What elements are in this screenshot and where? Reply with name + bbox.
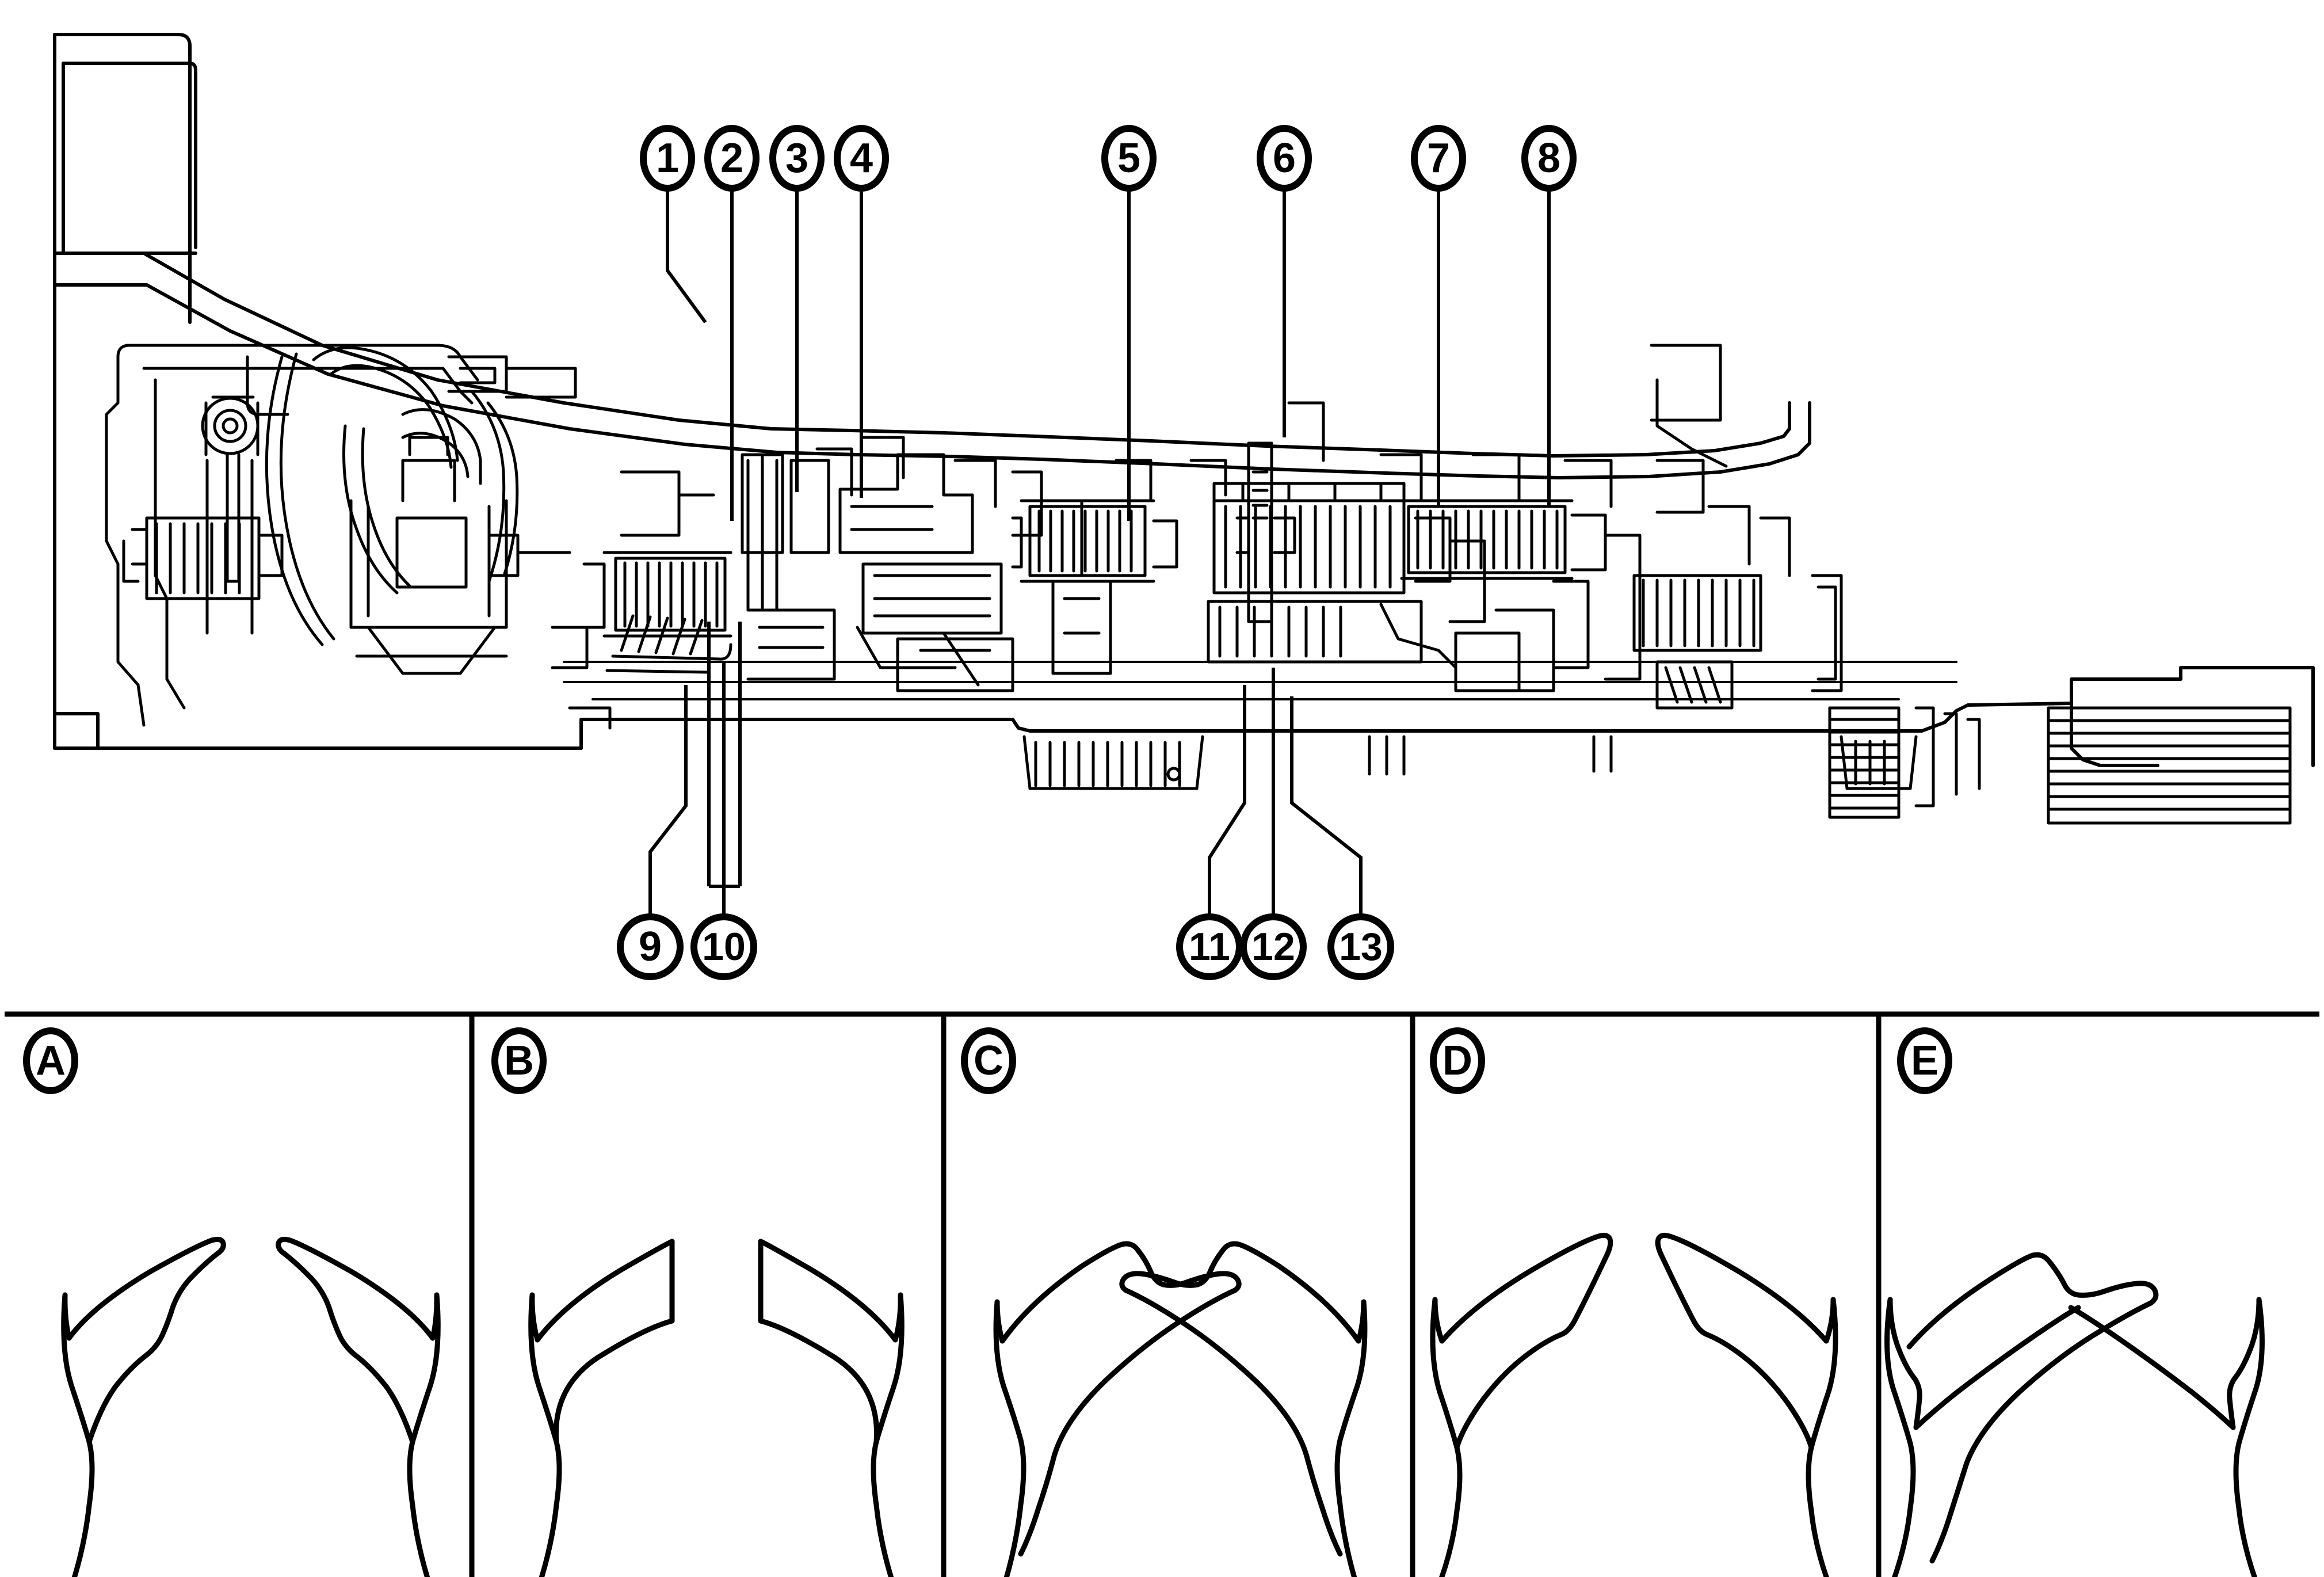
panel-B-seal-ring-profile [528, 1239, 905, 1577]
panel-D-seal-ring-profile [1430, 1232, 1838, 1577]
panel-C-ring [961, 1027, 1016, 1094]
callout-marker-3[interactable]: 3 [769, 125, 825, 192]
callout-label-12: 12 [1251, 925, 1295, 969]
callout-label-7: 7 [1427, 135, 1450, 181]
clutch-pack-rear [1400, 499, 1642, 692]
detail-panel-E[interactable]: E [1884, 1027, 2265, 1577]
callout-10-shaft-tube [707, 622, 742, 888]
callout-label-6: 6 [1273, 135, 1296, 181]
callout-ring-8 [1521, 125, 1577, 192]
panel-E-seal-ring-profile [1884, 1252, 2265, 1577]
callout-ring-11 [1176, 913, 1243, 980]
rear-gearset-output [1632, 344, 2292, 825]
panel-D-label: D [1443, 1038, 1472, 1084]
callout-label-13: 13 [1339, 925, 1383, 969]
case-internal-details [447, 355, 1791, 730]
panel-A-seal-ring-profile [61, 1236, 441, 1577]
callout-ring-13 [1327, 913, 1394, 980]
panel-B-badge: B [491, 1027, 547, 1094]
callouts-top-group: 1 2 3 4 5 6 7 8 [640, 125, 1577, 521]
callout-ring-2 [704, 125, 760, 192]
callout-ring-5 [1101, 125, 1157, 192]
panel-E-label: E [1911, 1038, 1938, 1084]
valve-body-lower [1022, 735, 1918, 790]
oil-pump-assembly [122, 516, 284, 600]
callout-marker-8[interactable]: 8 [1521, 125, 1577, 192]
detail-panel-D[interactable]: D [1430, 1027, 1838, 1577]
callout-leader-13 [1290, 696, 1363, 915]
callout-ring-9 [617, 913, 684, 980]
panel-E-ring [1897, 1027, 1952, 1094]
callout-marker-4[interactable]: 4 [834, 125, 889, 192]
callout-label-2: 2 [720, 135, 743, 181]
panel-E-badge: E [1897, 1027, 1952, 1094]
panel-A-ring [23, 1027, 78, 1094]
callout-marker-10[interactable]: 10 [690, 913, 757, 980]
torque-converter [105, 344, 519, 727]
callout-leader-1 [666, 190, 707, 323]
panel-C-seal-ring-profile [993, 1241, 1368, 1577]
detail-panel-B[interactable]: B [491, 1027, 905, 1577]
panel-B-label: B [504, 1038, 534, 1084]
detail-panel-A[interactable]: A [23, 1027, 441, 1577]
callout-label-1: 1 [656, 135, 679, 181]
panel-D-ring [1430, 1027, 1485, 1094]
callout-label-9: 9 [639, 924, 662, 970]
panel-D-badge: D [1430, 1027, 1485, 1094]
callout-leader-9 [648, 685, 688, 915]
callout-marker-2[interactable]: 2 [704, 125, 760, 192]
callout-ring-1 [640, 125, 695, 192]
callout-marker-9[interactable]: 9 [617, 913, 684, 980]
clutch-pack-center [1011, 499, 1178, 583]
case-lower-rail [53, 666, 2315, 767]
callout-ring-6 [1257, 125, 1312, 192]
callouts-bottom-group: 9 10 11 12 13 [617, 622, 1394, 980]
panel-C-badge: C [961, 1027, 1016, 1094]
callout-marker-11[interactable]: 11 [1176, 913, 1243, 980]
callout-label-5: 5 [1117, 135, 1140, 181]
callout-marker-5[interactable]: 5 [1101, 125, 1157, 192]
callout-ring-4 [834, 125, 889, 192]
panel-A-badge: A [23, 1027, 78, 1094]
callout-ring-3 [769, 125, 825, 192]
panel-C-label: C [974, 1038, 1003, 1084]
callout-ring-10 [690, 913, 757, 980]
case-outer-profile [53, 33, 1811, 750]
callout-marker-6[interactable]: 6 [1257, 125, 1312, 192]
callout-label-11: 11 [1189, 925, 1230, 969]
detail-panels-frame [5, 1011, 2319, 1577]
callout-label-8: 8 [1537, 135, 1560, 181]
callout-ring-7 [1411, 125, 1466, 192]
callout-ring-12 [1240, 913, 1307, 980]
callout-label-3: 3 [785, 135, 808, 181]
callout-label-10: 10 [702, 925, 746, 969]
callout-label-4: 4 [850, 135, 873, 181]
callout-marker-1[interactable]: 1 [640, 125, 695, 192]
callout-leader-11 [1208, 685, 1246, 915]
callout-marker-13[interactable]: 13 [1327, 913, 1394, 980]
transmission-cross-section [53, 33, 2315, 825]
panel-B-ring [491, 1027, 547, 1094]
callout-leaders-top [666, 190, 1551, 521]
callout-marker-12[interactable]: 12 [1240, 913, 1307, 980]
panel-A-label: A [36, 1038, 66, 1084]
detail-panel-C[interactable]: C [961, 1027, 1368, 1577]
callout-marker-7[interactable]: 7 [1411, 125, 1466, 192]
callout-leaders-bottom [648, 662, 1363, 915]
